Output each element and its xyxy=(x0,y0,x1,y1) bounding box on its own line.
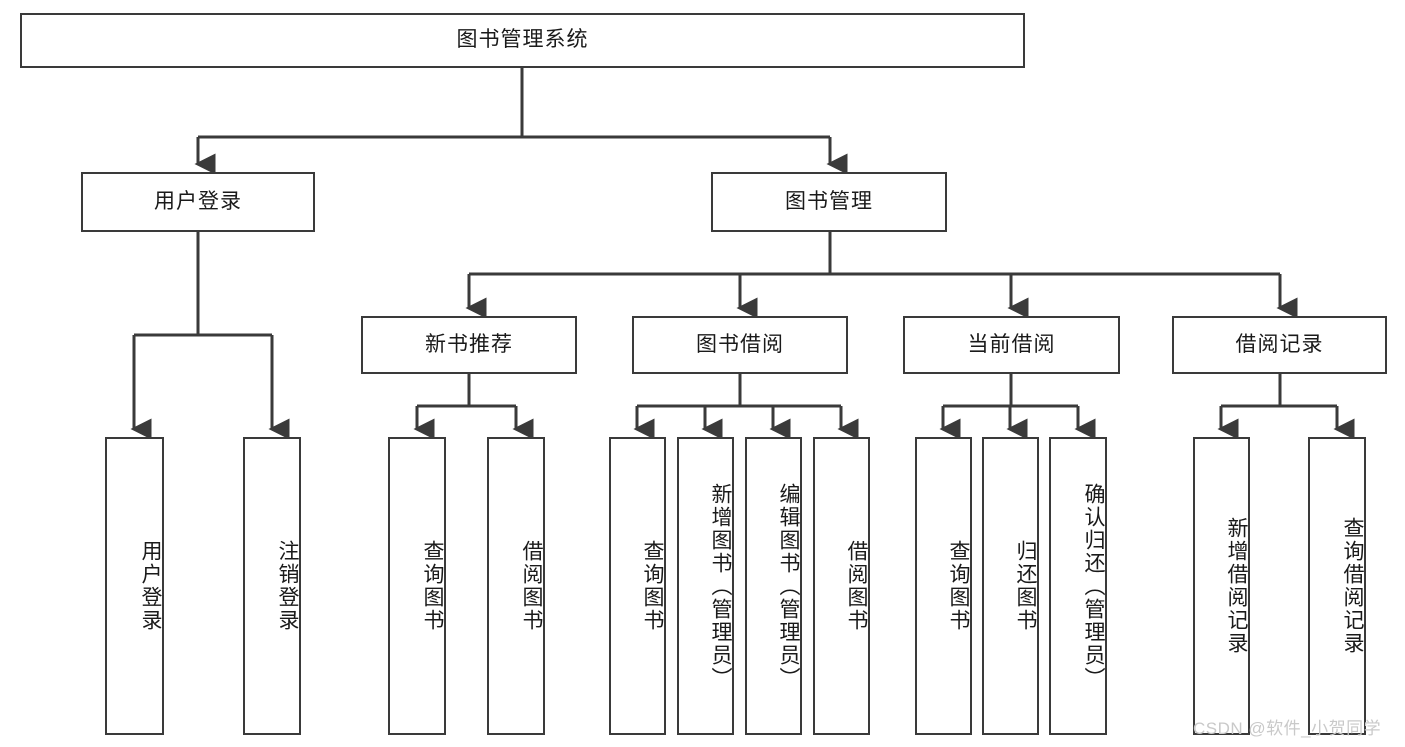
node-leaf-query-book-2[interactable]: 查询图书 xyxy=(609,437,666,735)
node-label: 查询借阅记录 xyxy=(1341,517,1364,655)
node-label: 图书管理 xyxy=(785,189,873,213)
node-label: 新增借阅记录 xyxy=(1225,517,1248,655)
node-label: 用户登录 xyxy=(139,540,162,632)
node-user-login[interactable]: 用户登录 xyxy=(81,172,315,232)
node-leaf-confirm-return[interactable]: 确认归还（管理员） xyxy=(1049,437,1107,735)
node-leaf-borrow-book-2[interactable]: 借阅图书 xyxy=(813,437,870,735)
node-leaf-return-book[interactable]: 归还图书 xyxy=(982,437,1039,735)
node-book-borrow[interactable]: 图书借阅 xyxy=(632,316,848,374)
watermark-text: CSDN @软件_小贺同学 xyxy=(1193,719,1382,738)
node-label: 确认归还（管理员） xyxy=(1082,482,1105,690)
node-label: 借阅记录 xyxy=(1235,332,1324,356)
node-label: 查询图书 xyxy=(641,540,664,632)
node-leaf-user-login[interactable]: 用户登录 xyxy=(105,437,164,735)
node-label: 查询图书 xyxy=(947,540,970,632)
node-leaf-query-book-1[interactable]: 查询图书 xyxy=(388,437,446,735)
node-label: 图书借阅 xyxy=(696,332,784,356)
node-leaf-query-record[interactable]: 查询借阅记录 xyxy=(1308,437,1366,735)
node-label: 借阅图书 xyxy=(845,540,868,632)
node-label: 新增图书（管理员） xyxy=(709,482,732,690)
node-leaf-borrow-book-1[interactable]: 借阅图书 xyxy=(487,437,545,735)
node-leaf-edit-book[interactable]: 编辑图书（管理员） xyxy=(745,437,802,735)
node-leaf-add-book[interactable]: 新增图书（管理员） xyxy=(677,437,734,735)
node-leaf-user-logout[interactable]: 注销登录 xyxy=(243,437,301,735)
node-label: 注销登录 xyxy=(276,540,299,632)
node-leaf-add-record[interactable]: 新增借阅记录 xyxy=(1193,437,1250,735)
node-label: 归还图书 xyxy=(1014,540,1037,632)
node-label: 借阅图书 xyxy=(520,540,543,632)
node-label: 当前借阅 xyxy=(967,332,1056,356)
node-label: 图书管理系统 xyxy=(456,28,589,52)
node-leaf-query-book-3[interactable]: 查询图书 xyxy=(915,437,972,735)
node-label: 查询图书 xyxy=(421,540,444,632)
node-root-system[interactable]: 图书管理系统 xyxy=(20,13,1025,68)
node-label: 用户登录 xyxy=(154,189,242,213)
node-borrow-record[interactable]: 借阅记录 xyxy=(1172,316,1387,374)
node-new-book-rec[interactable]: 新书推荐 xyxy=(361,316,577,374)
node-current-borrow[interactable]: 当前借阅 xyxy=(903,316,1120,374)
node-label: 编辑图书（管理员） xyxy=(777,482,800,690)
node-label: 新书推荐 xyxy=(425,332,513,356)
node-book-manage[interactable]: 图书管理 xyxy=(711,172,947,232)
